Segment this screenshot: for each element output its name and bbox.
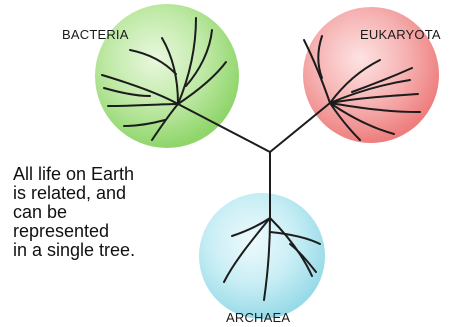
archaea-label: ARCHAEA [226, 310, 290, 325]
eukaryota-label: EUKARYOTA [360, 27, 441, 42]
caption-line: represented [13, 222, 203, 241]
caption-line: can be [13, 203, 203, 222]
caption-text: All life on Earth is related, and can be… [13, 165, 203, 260]
caption-line: All life on Earth [13, 165, 203, 184]
bacteria-label: BACTERIA [62, 27, 129, 42]
bacteria-circle [95, 4, 239, 148]
caption-line: is related, and [13, 184, 203, 203]
caption-line: in a single tree. [13, 241, 203, 260]
branch-eukaryota-trunk [270, 103, 330, 152]
archaea-circle [199, 193, 325, 319]
